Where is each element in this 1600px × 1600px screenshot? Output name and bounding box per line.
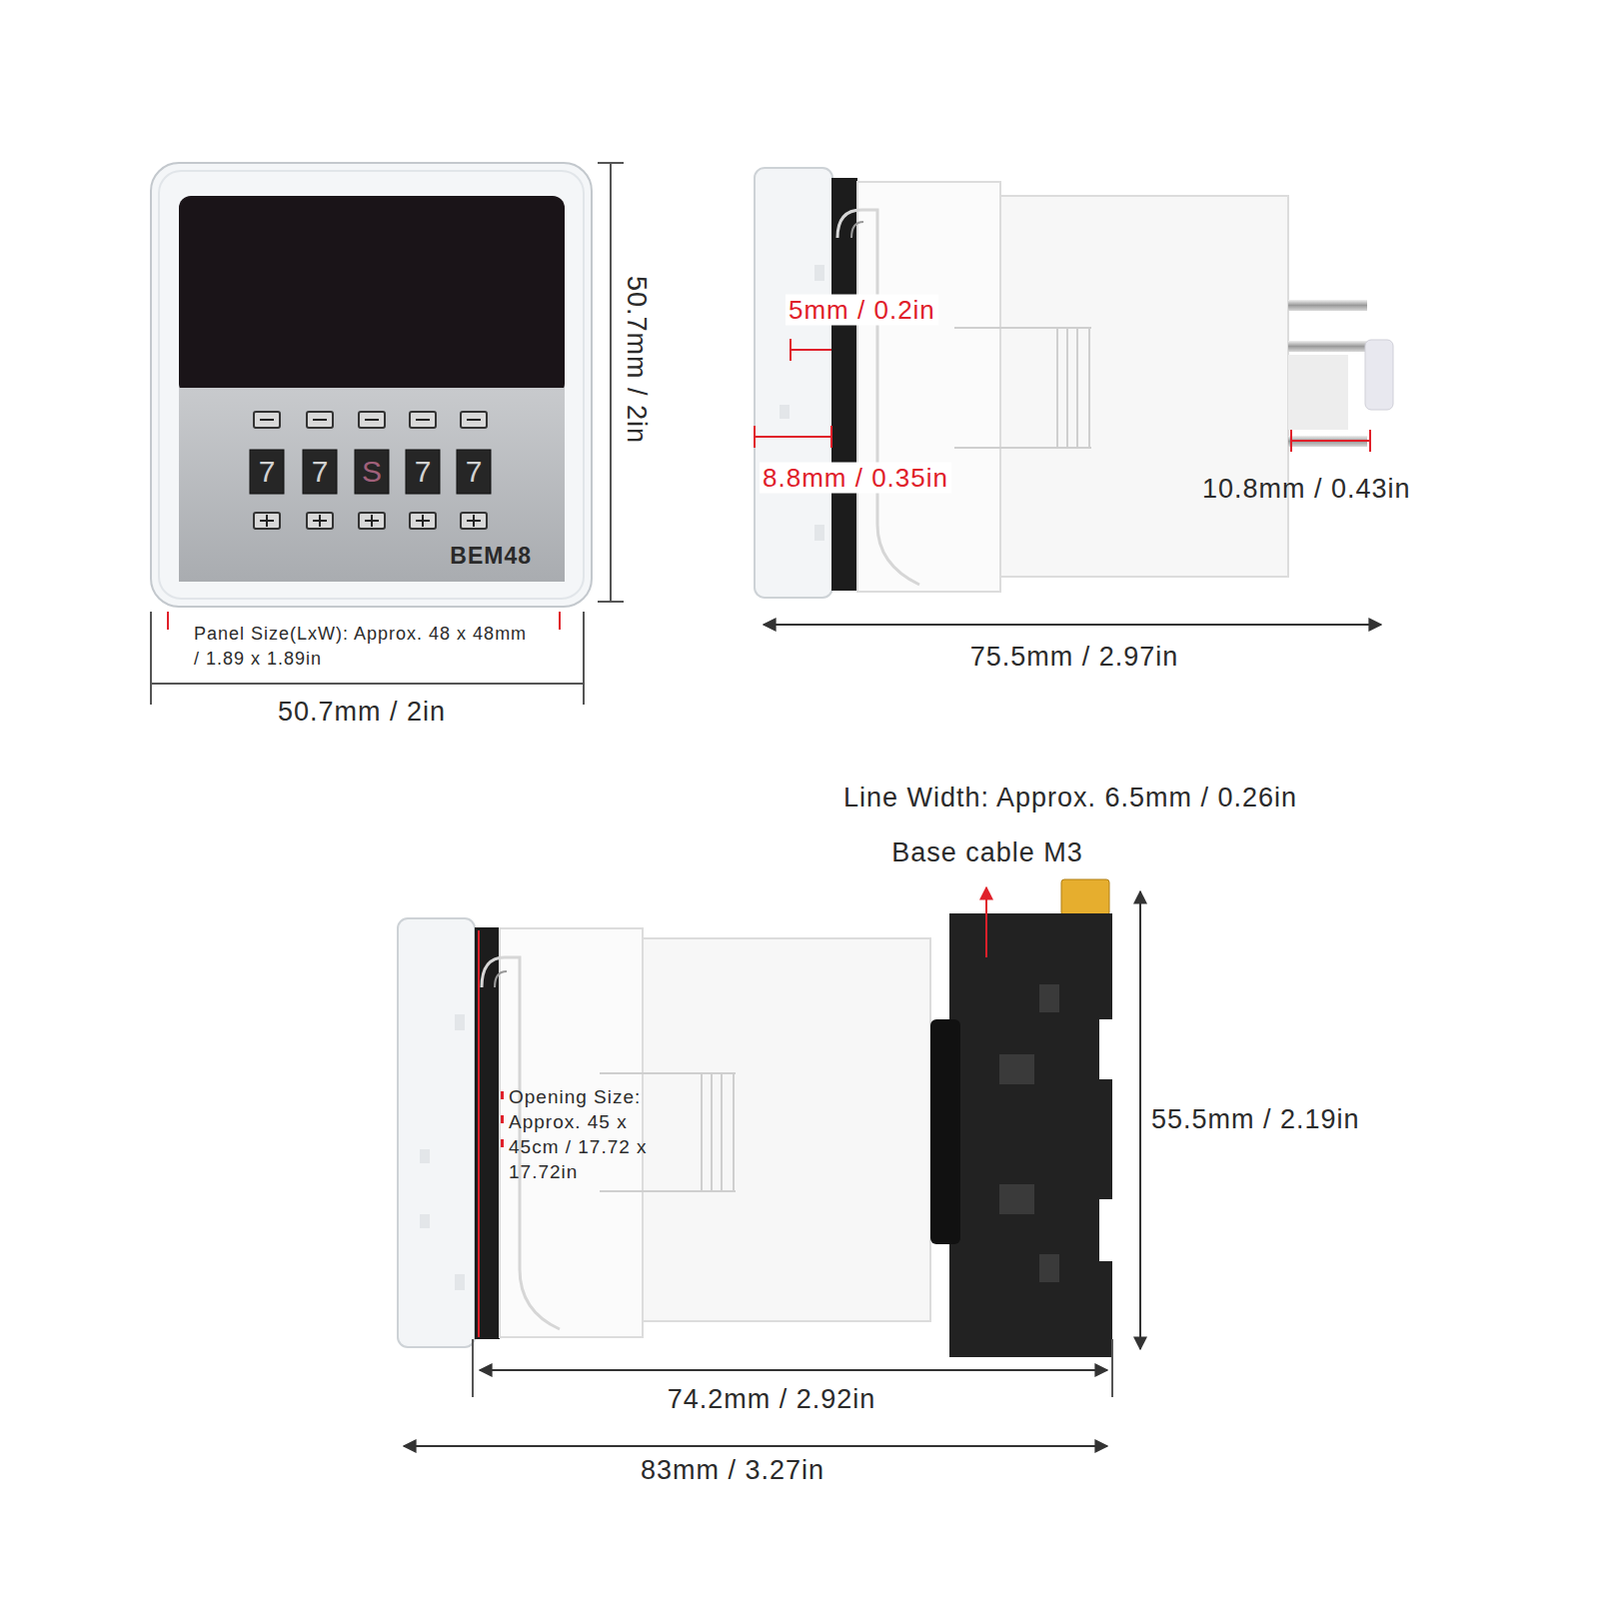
dial-digit: 7 (414, 454, 432, 489)
dial-digit: 7 (465, 454, 483, 489)
side-view (754, 167, 1394, 625)
spec-note: Line Width: Approx. 6.5mm / 0.26in (843, 782, 1298, 814)
dimension-label: 55.5mm / 2.19in (1151, 1104, 1361, 1136)
side-view-with-socket (397, 879, 1141, 1447)
opening-size-note: Opening Size: Approx. 45 x 45cm / 17.72 … (508, 1084, 674, 1185)
dimension-label: 83mm / 3.27in (640, 1455, 825, 1487)
dimension-label: 8.8mm / 0.35in (759, 462, 952, 494)
dimension-label: 10.8mm / 0.43in (1202, 473, 1412, 505)
spec-note: Base cable M3 (891, 837, 1084, 869)
model-name: BEM48 (449, 542, 532, 570)
dimension-label: 5mm / 0.2in (785, 294, 939, 326)
dimension-label: 75.5mm / 2.97in (970, 641, 1180, 673)
dial-digit: 7 (258, 454, 276, 489)
dial-digit: S (361, 454, 382, 489)
dimension-label: 50.7mm / 2in (620, 275, 652, 444)
dimension-label: 50.7mm / 2in (277, 696, 446, 728)
dial-digit: 7 (311, 454, 329, 489)
dimension-label: 74.2mm / 2.92in (667, 1384, 877, 1416)
front-view (150, 162, 624, 705)
panel-size-note: Panel Size(LxW): Approx. 48 x 48mm / 1.8… (193, 621, 539, 672)
